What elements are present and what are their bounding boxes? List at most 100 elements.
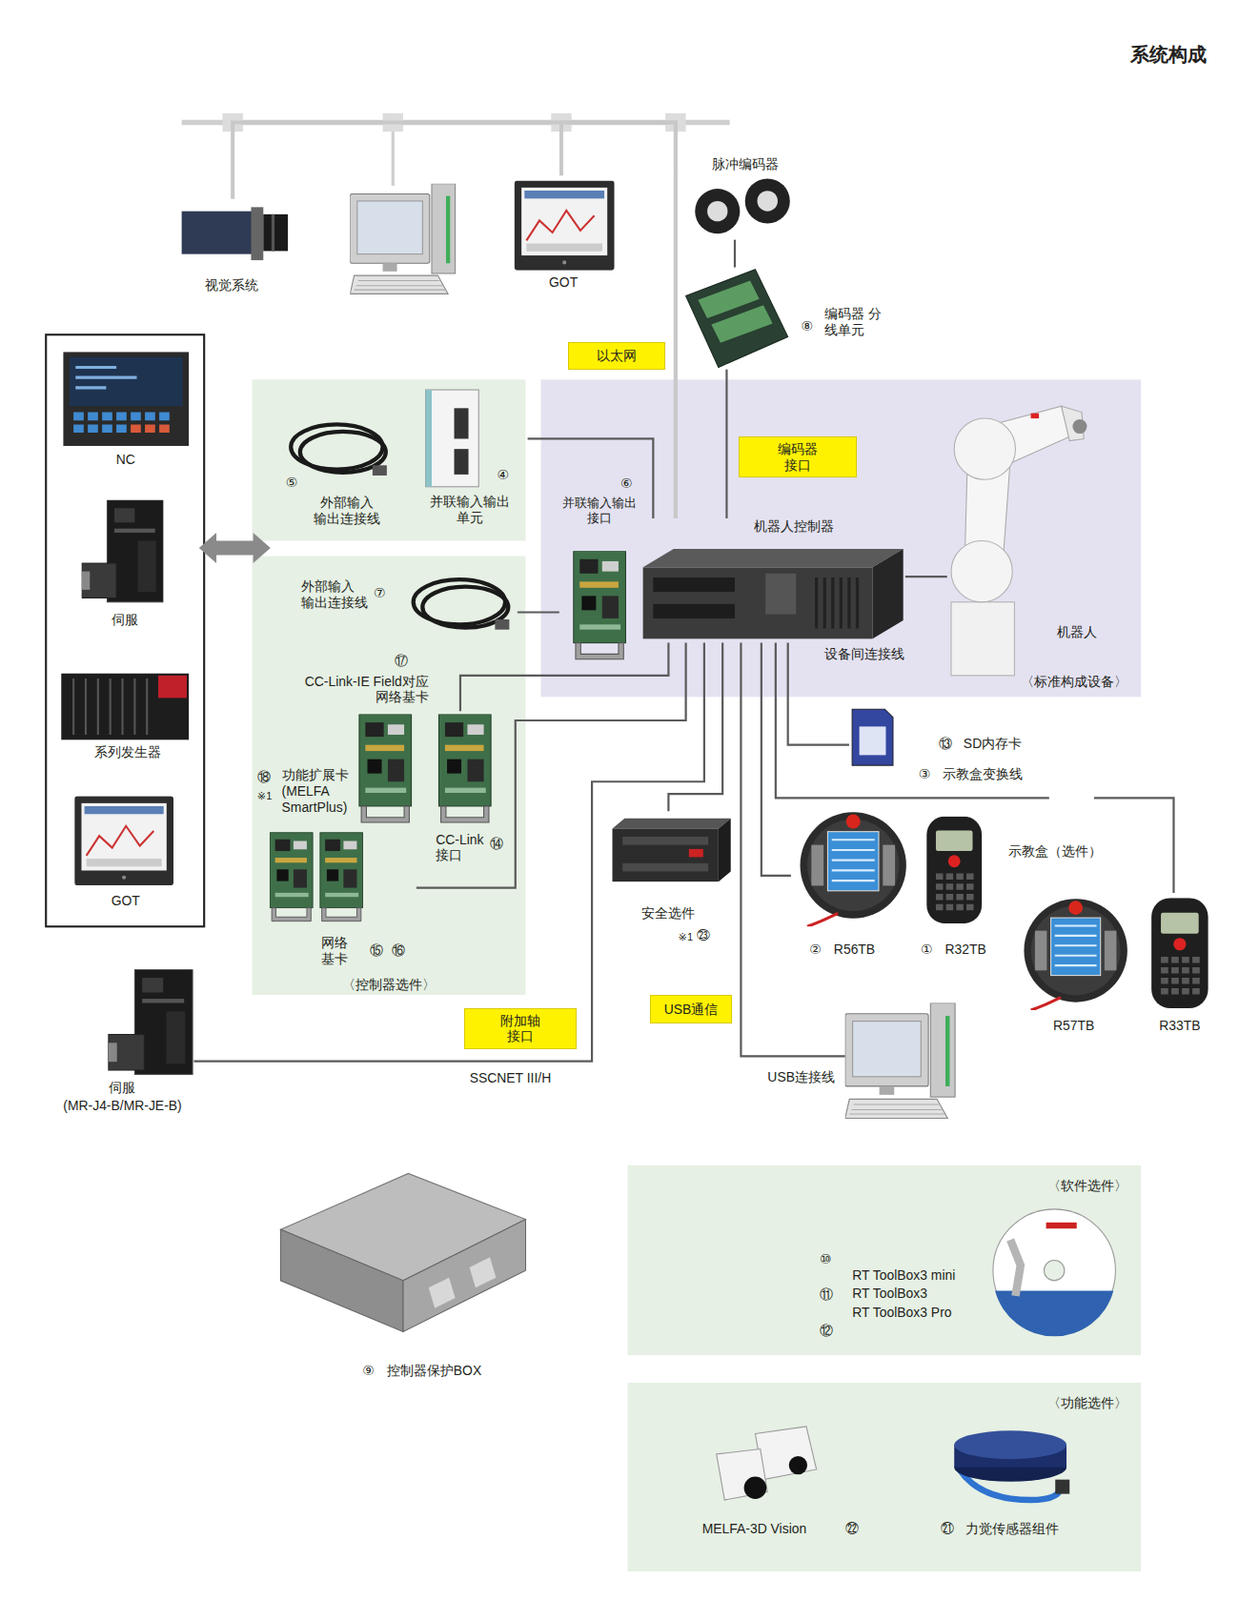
controller-picture bbox=[873, 548, 904, 639]
cable-line bbox=[561, 122, 676, 519]
callout-number: ⑦ bbox=[373, 585, 386, 602]
teach-pendant bbox=[1023, 898, 1127, 1011]
cable-line bbox=[740, 643, 845, 1057]
teach-pendant: R33TB bbox=[1140, 893, 1219, 1038]
node-label: RT ToolBox3 mini bbox=[852, 1267, 955, 1284]
node-label: 编码器 分线单元 bbox=[824, 305, 883, 338]
cable-plug bbox=[494, 619, 509, 630]
pc-picture bbox=[845, 1003, 955, 1119]
controller-picture bbox=[765, 573, 796, 615]
protect-box-picture bbox=[428, 1278, 456, 1309]
node-label: RT ToolBox3 bbox=[852, 1285, 928, 1302]
callout-number: ⑯ bbox=[391, 942, 406, 959]
callout-number: ⑧ bbox=[801, 318, 813, 335]
software-cd-picture bbox=[1046, 1222, 1077, 1229]
page-title: 系统构成 bbox=[1130, 42, 1207, 66]
network-card: ⑮⑯网络 基卡 bbox=[263, 829, 417, 973]
safety-picture bbox=[612, 828, 719, 882]
callout-number: ⑥ bbox=[620, 475, 632, 492]
callout-number: ⑨ bbox=[362, 1362, 374, 1380]
function-card: ⑱※1功能扩展卡 (MELFA SmartPlus) bbox=[257, 767, 381, 829]
node-label: 并联输入输出 单元 bbox=[427, 493, 510, 526]
node-label: GOT bbox=[111, 893, 141, 910]
cable-line bbox=[775, 643, 1050, 799]
io-unit-picture bbox=[454, 448, 469, 475]
software-cd-picture bbox=[1010, 1239, 1021, 1297]
node-label: USB连接线 bbox=[767, 1069, 835, 1086]
cable-line bbox=[725, 369, 728, 519]
protect-box-picture bbox=[280, 1173, 526, 1332]
safety-picture bbox=[718, 818, 732, 882]
pulse-encoder: 脉冲编码器 bbox=[689, 156, 802, 241]
controller-picture bbox=[816, 577, 858, 630]
robot-picture bbox=[1031, 413, 1040, 419]
nc-picture bbox=[75, 366, 137, 387]
servo-picture bbox=[108, 969, 193, 1075]
servo-unit: 伺服(MR-J4-B/MR-JE-B) bbox=[51, 964, 195, 1118]
callout-number: ⑱ bbox=[257, 769, 271, 786]
nc-unit: NC bbox=[59, 346, 192, 475]
node-label: R56TB bbox=[833, 941, 875, 958]
got-picture bbox=[74, 796, 174, 886]
teach-pendant bbox=[926, 816, 982, 924]
interface-tag: 编码器 接口 bbox=[738, 436, 857, 478]
node-label: GOT bbox=[548, 274, 578, 291]
safety-picture bbox=[622, 836, 709, 846]
node-label: MELFA-3D Vision bbox=[702, 1521, 808, 1538]
encoder-picture bbox=[694, 178, 791, 234]
region-fills bbox=[628, 1382, 1142, 1572]
io-cable: ⑤外部输入 输出连接线 bbox=[284, 413, 399, 534]
node-label: CC-Link 接口 bbox=[435, 832, 489, 864]
io-unit-picture bbox=[426, 389, 432, 488]
callout-number: ㉒ bbox=[845, 1521, 859, 1538]
controller-picture bbox=[643, 548, 904, 568]
io-unit-picture bbox=[426, 389, 480, 488]
callout-number: ③ bbox=[918, 766, 931, 783]
robot-picture bbox=[951, 602, 1015, 676]
cable-line bbox=[1094, 797, 1175, 894]
node-label: (MR-J4-B/MR-JE-B) bbox=[62, 1097, 182, 1115]
software-option-region: 〈软件选件〉⑩RT ToolBox3 mini⑪RT ToolBox3⑫RT T… bbox=[628, 1165, 1142, 1356]
sd-card: ⑬SD内存卡 bbox=[849, 707, 1043, 771]
ethernet-bus bbox=[391, 121, 395, 185]
node-label: NC bbox=[116, 451, 136, 468]
node-label: 力觉传感器组件 bbox=[965, 1521, 1059, 1538]
teach-pendant: ② R56TB bbox=[791, 806, 916, 965]
node-label: 机器人控制器 bbox=[753, 518, 834, 535]
got-panel: GOT bbox=[509, 175, 617, 293]
controller-picture bbox=[652, 577, 735, 592]
interface-label: 编码器 接口 bbox=[773, 441, 822, 473]
node-label: SD内存卡 bbox=[963, 735, 1022, 752]
vision-3d: ㉒ MELFA-3D Vision bbox=[693, 1421, 878, 1545]
node-label: 〈控制器选件〉 bbox=[342, 976, 436, 994]
software-cd-picture bbox=[1043, 1259, 1064, 1280]
group-label: 示教盒（选件） bbox=[1008, 843, 1102, 860]
network-card bbox=[359, 714, 412, 824]
force-sensor-picture bbox=[954, 1430, 1070, 1501]
node-label: CC-Link-IE Field对应 网络基卡 bbox=[296, 673, 429, 706]
cable-line bbox=[905, 575, 948, 578]
sequencer-picture bbox=[60, 673, 189, 741]
callout-number: ② bbox=[809, 941, 821, 958]
region-fills bbox=[252, 379, 1142, 1572]
nc-picture bbox=[62, 351, 189, 447]
encoder-picture bbox=[745, 178, 791, 224]
nc-picture bbox=[69, 357, 183, 407]
standard-equipment-region: 〈标准构成设备〉机器人控制器设备间连接线机器人⑥并联输入输出 接口 bbox=[541, 379, 1142, 697]
sequencer-picture bbox=[158, 675, 187, 699]
network-card bbox=[269, 832, 313, 922]
pendant-adapter: ③示教盒变换线 bbox=[1049, 788, 1095, 812]
cc-link-interface: ⑭CC-Link 接口 bbox=[433, 710, 512, 874]
controller-option-region: 〈控制器选件〉⑦外部输入 输出连接线⑰CC-Link-IE Field对应 网络… bbox=[251, 556, 526, 996]
callout-number: ① bbox=[920, 941, 933, 958]
teach-pendant bbox=[1151, 897, 1208, 1009]
callout-number: ⑭ bbox=[489, 835, 504, 853]
usb-pc: USB连接线 bbox=[845, 999, 960, 1123]
callout-number: ⑰ bbox=[394, 652, 408, 670]
node-label: RT ToolBox3 Pro bbox=[852, 1304, 952, 1321]
interface-tag: USB通信 bbox=[649, 995, 732, 1024]
edge-label: SSCNET III/H bbox=[467, 1070, 554, 1087]
callout-number: ④ bbox=[496, 467, 508, 484]
